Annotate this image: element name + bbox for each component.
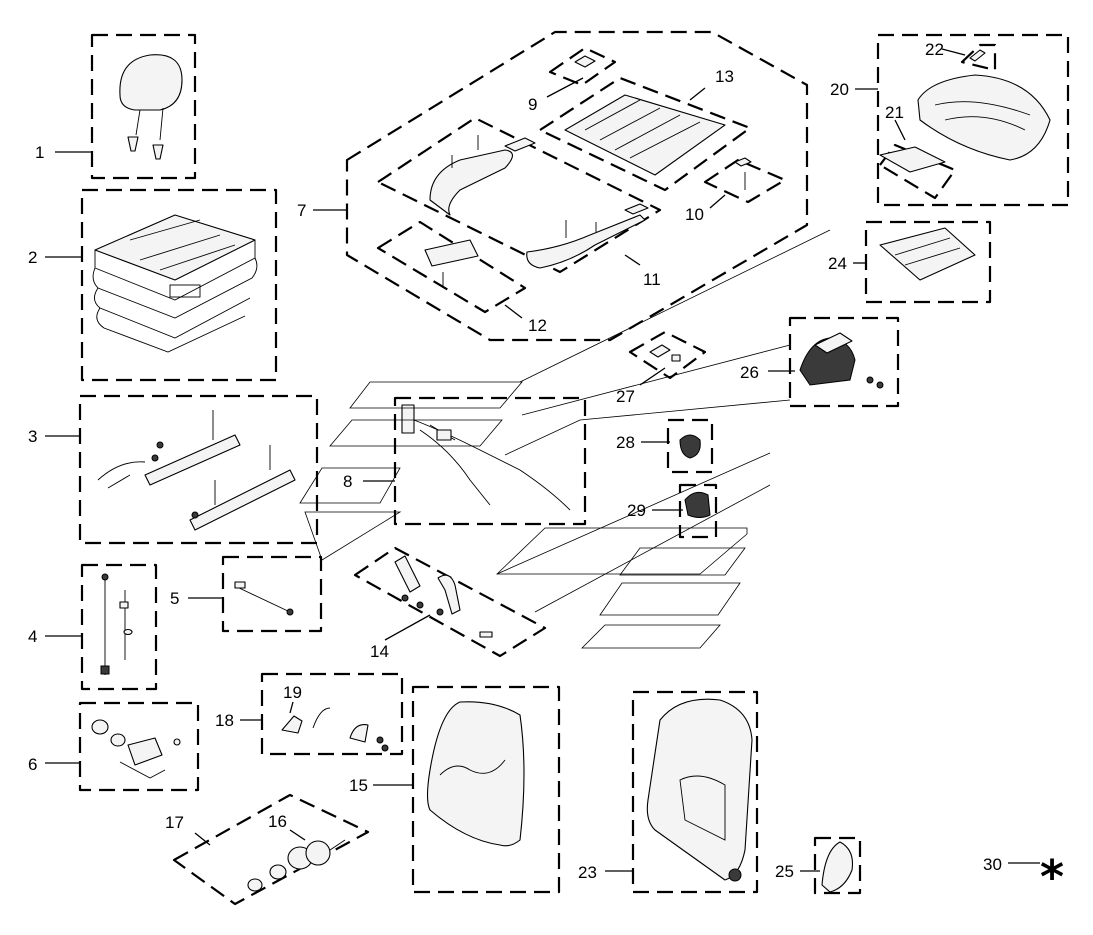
group-6-compressor[interactable]: 6 xyxy=(28,701,200,792)
group-20-seat-pan[interactable]: 22 21 20 xyxy=(830,33,1070,207)
callout-19: 19 xyxy=(283,683,302,702)
callout-6: 6 xyxy=(28,755,37,774)
group-14-seatbelt[interactable]: 14 xyxy=(353,546,547,661)
callout-1: 1 xyxy=(35,143,44,162)
callout-7: 7 xyxy=(297,201,306,220)
callout-28: 28 xyxy=(616,433,635,452)
group-26-armrest-control[interactable]: 26 xyxy=(740,316,900,408)
callout-23: 23 xyxy=(578,863,597,882)
group-29-knob[interactable]: 29 xyxy=(627,483,718,539)
guide-outlines xyxy=(299,229,831,649)
group-28-switch[interactable]: 28 xyxy=(616,418,714,474)
asterisk-symbol: * xyxy=(1040,850,1064,904)
group-25-side-cover[interactable]: 25 xyxy=(775,836,862,895)
group-5-lever[interactable]: 5 xyxy=(170,555,323,633)
callout-16: 16 xyxy=(268,812,287,831)
callout-14: 14 xyxy=(370,642,389,661)
callout-30: 30 xyxy=(983,855,1002,874)
group-8-wiring[interactable]: 8 xyxy=(343,396,587,526)
group-27-clip[interactable]: 27 xyxy=(616,330,707,406)
callout-8: 8 xyxy=(343,472,352,491)
group-7-cushion-frame[interactable]: 7 9 13 10 11 12 xyxy=(297,30,809,342)
callout-27: 27 xyxy=(616,387,635,406)
callout-5: 5 xyxy=(170,589,179,608)
group-3-slide-rails[interactable]: 3 xyxy=(28,394,319,545)
group-30-asterisk[interactable]: 30 * xyxy=(983,850,1064,904)
callout-20: 20 xyxy=(830,80,849,99)
callout-2: 2 xyxy=(28,248,37,267)
callout-26: 26 xyxy=(740,363,759,382)
callout-15: 15 xyxy=(349,776,368,795)
callout-11: 11 xyxy=(643,270,661,289)
callout-9: 9 xyxy=(528,95,537,114)
callout-25: 25 xyxy=(775,862,794,881)
group-24-bracket[interactable]: 24 xyxy=(828,220,992,304)
callout-21: 21 xyxy=(885,103,904,122)
callout-24: 24 xyxy=(828,254,847,273)
group-2-suspension[interactable]: 2 xyxy=(28,188,278,382)
callout-10: 10 xyxy=(685,205,704,224)
callout-18: 18 xyxy=(215,711,234,730)
callout-4: 4 xyxy=(28,627,37,646)
group-23-backrest-frame[interactable]: 23 xyxy=(578,690,759,894)
group-17-lumbar[interactable]: 17 16 xyxy=(165,793,370,906)
callout-13: 13 xyxy=(715,67,734,86)
callout-22: 22 xyxy=(925,40,944,59)
group-15-backrest-cushion[interactable]: 15 xyxy=(349,685,561,894)
group-1-headrest[interactable]: 1 xyxy=(35,33,197,180)
callout-3: 3 xyxy=(28,427,37,446)
group-18-recliner[interactable]: 18 19 xyxy=(215,672,404,756)
callout-12: 12 xyxy=(528,316,547,335)
group-4-cable[interactable]: 4 xyxy=(28,563,158,691)
callout-17: 17 xyxy=(165,813,184,832)
callout-29: 29 xyxy=(627,501,646,520)
